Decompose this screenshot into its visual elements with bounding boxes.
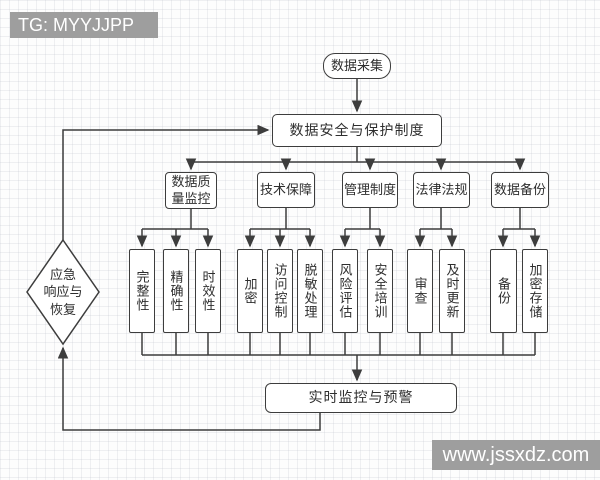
node-security-policy: 数据安全与保护制度 <box>272 114 442 147</box>
node-category-management: 管理制度 <box>342 172 398 208</box>
node-sub-backup: 备份 <box>490 249 517 333</box>
node-sub-encryption: 加密 <box>237 249 263 333</box>
node-realtime-monitoring: 实时监控与预警 <box>265 383 457 413</box>
node-category-data-quality: 数据质量监控 <box>165 172 217 209</box>
node-sub-accuracy: 精确性 <box>163 249 189 333</box>
node-category-backup: 数据备份 <box>491 172 549 208</box>
node-sub-review: 审查 <box>407 249 433 333</box>
node-sub-desensitization: 脱敏处理 <box>297 249 323 333</box>
node-category-laws: 法律法规 <box>413 172 470 208</box>
watermark-telegram-badge: TG: MYYJJPP <box>10 12 158 38</box>
node-sub-security-training: 安全培训 <box>367 249 393 333</box>
node-sub-risk-assessment: 风险评估 <box>332 249 358 333</box>
node-category-tech-safeguard: 技术保障 <box>257 172 315 208</box>
watermark-website-badge: www.jssxdz.com <box>432 440 600 470</box>
node-sub-encrypted-storage: 加密存储 <box>522 249 548 333</box>
node-sub-integrity: 完整性 <box>129 249 155 333</box>
node-data-collection: 数据采集 <box>323 53 391 79</box>
node-sub-timeliness: 时效性 <box>195 249 221 333</box>
node-emergency-response: 应急 响应与 恢复 <box>43 266 83 317</box>
node-sub-access-control: 访问控制 <box>267 249 293 333</box>
node-sub-timely-update: 及时更新 <box>439 249 465 333</box>
